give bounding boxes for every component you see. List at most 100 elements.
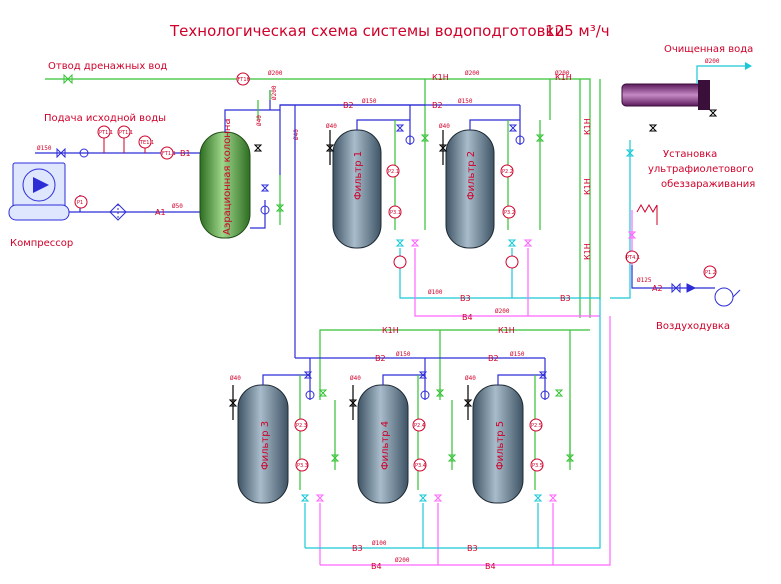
p34-label: Р3.4: [415, 463, 426, 469]
tag-b4-upper: Ø200: [495, 308, 510, 315]
drain-label: Отвод дренажных вод: [48, 61, 167, 72]
b4-lower: [320, 316, 611, 566]
tag-blower: Ø125: [637, 277, 652, 284]
b2-label-upper2: В2: [432, 101, 443, 110]
source-instruments: [97, 125, 174, 160]
p25-label: Р2.5: [531, 423, 542, 429]
k1h-v1: К1Н: [583, 118, 592, 135]
compressor[interactable]: [8, 162, 70, 221]
blower-valve-icon[interactable]: [671, 282, 697, 294]
b3-label-lower: В3: [352, 544, 363, 553]
k1h-v3: К1Н: [583, 243, 592, 260]
b2-label-lower: В2: [375, 354, 386, 363]
tag-f5-drain: Ø40: [465, 375, 476, 382]
uv-label-2: ультрафиолетового: [648, 164, 754, 175]
source-label: Подача исходной воды: [44, 113, 166, 124]
uv-valves[interactable]: [625, 109, 718, 239]
tag-b3-lower: Ø100: [372, 540, 387, 547]
treated-label: Очищенная вода: [664, 44, 753, 55]
k1h-mid-label: К1Н: [382, 326, 399, 335]
b4-upper: [414, 295, 600, 317]
aeration-green: [257, 90, 281, 225]
lower-filter-valves[interactable]: [228, 371, 575, 502]
b3-upper: [399, 290, 600, 299]
tag-aer-2: Ø200: [271, 85, 278, 100]
tag-treated: Ø200: [705, 58, 720, 65]
b3-label-upper: В3: [460, 294, 471, 303]
p23-label: Р2.3: [296, 423, 307, 429]
uv-unit[interactable]: [621, 80, 710, 110]
tag-aer-3: Ø40: [293, 129, 300, 140]
p21-label: Р2.1: [388, 169, 399, 175]
tag-b4-lower: Ø200: [395, 557, 410, 564]
pt12-label: РТ1.1: [119, 130, 133, 136]
blower-label: Воздуходувка: [656, 321, 730, 332]
b4-label-lower2: В4: [485, 562, 496, 571]
aeration-column-label: Аэрационная колонна: [222, 119, 233, 236]
a1-label: А1: [155, 208, 166, 217]
tag-b2-4: Ø150: [510, 351, 525, 358]
pt13-label: ТЕ1.1: [139, 140, 154, 146]
filter-4-label: Фильтр 4: [380, 421, 391, 470]
uv-piping: [610, 65, 745, 299]
p12-instrument: [703, 265, 717, 279]
uv-label-3: обеззараживания: [661, 179, 755, 190]
p22-label: Р2.2: [502, 169, 513, 175]
tag-f4-drain: Ø40: [350, 375, 361, 382]
ff11-label: FT1.1: [162, 151, 176, 157]
b3-label-lower2: В3: [467, 544, 478, 553]
a2-label: А2: [652, 284, 663, 293]
capacity-label: 125 м³/ч: [545, 22, 610, 40]
p35-label: Р3.5: [532, 463, 543, 469]
uv-label-1: Установка: [663, 149, 717, 160]
tag-b2-3: Ø150: [396, 351, 411, 358]
lower-filters-piping: [232, 374, 571, 565]
b1-label: В1: [180, 149, 191, 158]
k1h-label-top2: К1Н: [555, 73, 572, 82]
compressor-label: Компрессор: [10, 238, 73, 249]
tag-b3-upper: Ø100: [428, 289, 443, 296]
ph-instrument-label: FT1Н: [238, 77, 251, 83]
k1h-label-top: К1Н: [432, 73, 449, 82]
tag-f2-drain: Ø40: [439, 123, 450, 130]
filter-3-label: Фильтр 3: [260, 421, 271, 470]
tag-air-50: Ø50: [172, 203, 183, 210]
tag-aer-1: Ø40: [256, 115, 263, 126]
ph-instrument: [236, 72, 250, 86]
filter-1-label: Фильтр 1: [353, 151, 364, 200]
diagram-title: Технологическая схема системы водоподгот…: [169, 22, 564, 40]
uv-treated-arrow: [745, 62, 752, 70]
air-filter-icon: [109, 203, 127, 221]
tag-b2-2: Ø150: [458, 98, 473, 105]
tag-top-2: Ø200: [465, 70, 480, 77]
tag-f1-drain: Ø40: [326, 123, 337, 130]
p33-label: Р3.3: [297, 463, 308, 469]
upper-filter-instruments: [386, 164, 519, 269]
b2-label-upper: В2: [343, 101, 354, 110]
drain-line: [45, 78, 601, 318]
k1h-mid-label2: К1Н: [498, 326, 515, 335]
b3-label-upper2: В3: [560, 294, 571, 303]
p32-label: Р3.2: [504, 210, 515, 216]
b2-upper: [280, 104, 521, 358]
b4-label-upper: В4: [462, 313, 473, 322]
b4-label-lower: В4: [371, 562, 382, 571]
source-valve-icon[interactable]: [56, 147, 89, 159]
tag-source-40: Ø150: [37, 145, 52, 152]
pt41-label: РТ4.1: [626, 255, 640, 261]
drain-valve-icon[interactable]: [63, 73, 73, 85]
filter-2-label: Фильтр 2: [466, 151, 477, 200]
tag-b2-1: Ø150: [362, 98, 377, 105]
lower-filter-instruments: [294, 418, 544, 472]
b2-label-lower2: В2: [488, 354, 499, 363]
tag-top-3: Ø200: [555, 70, 570, 77]
tag-f3-drain: Ø40: [230, 375, 241, 382]
p12-label: Р1.2: [705, 270, 716, 276]
heater-coil-icon: [636, 203, 658, 225]
upper-filter-valves[interactable]: [325, 124, 545, 247]
p24-label: Р2.4: [414, 423, 425, 429]
blower-icon[interactable]: [714, 287, 741, 307]
k1h-v2: К1Н: [583, 178, 592, 195]
aeration-valves[interactable]: [253, 144, 285, 215]
